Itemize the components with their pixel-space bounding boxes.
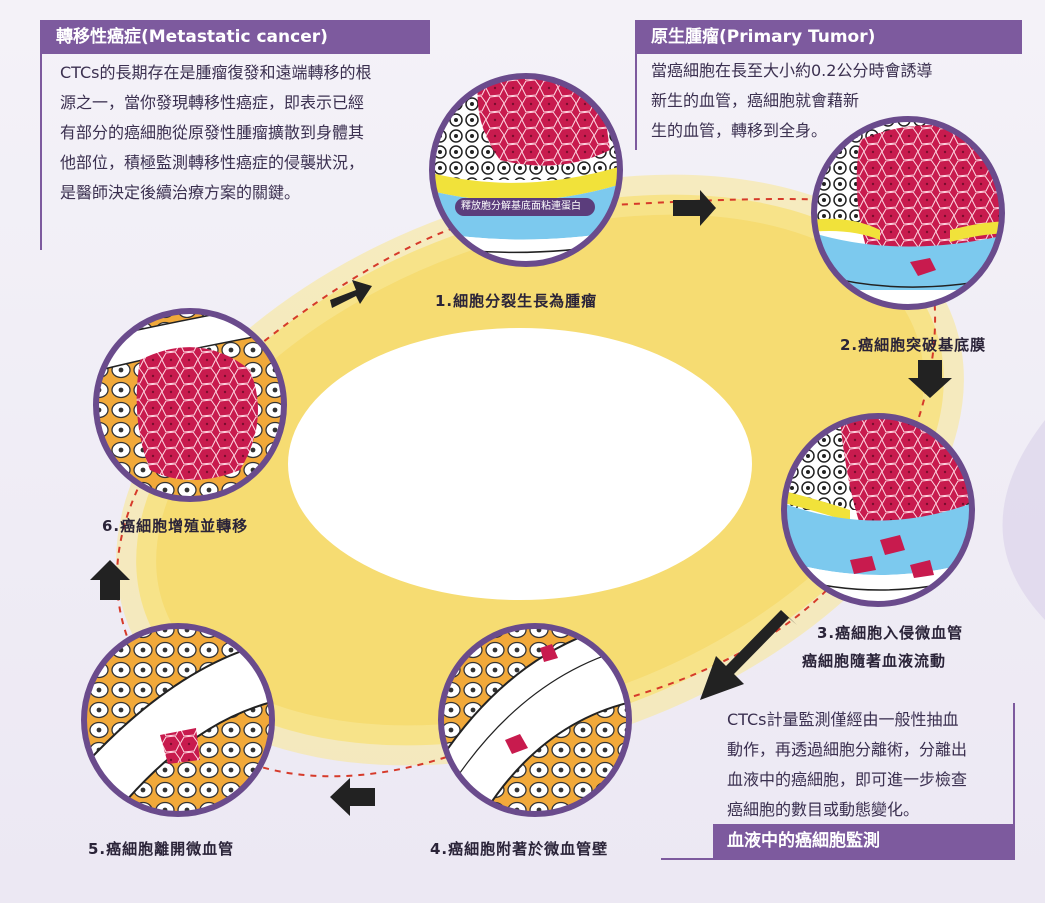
step-4-label: 4.癌細胞附著於微血管壁 bbox=[430, 840, 609, 858]
text-line: 血液中的癌細胞，即可進一步檢查 bbox=[727, 770, 968, 789]
step-5-label: 5.癌細胞離開微血管 bbox=[88, 840, 235, 858]
arrows bbox=[90, 190, 952, 816]
arrow-icon bbox=[330, 280, 372, 308]
bg-swirl bbox=[1002, 420, 1045, 620]
blood-monitoring-text: CTCs計量監測僅經由一般性抽血 動作，再透過細胞分離術，分離出 血液中的癌細胞… bbox=[713, 703, 1013, 825]
metastatic-text: CTCs的長期存在是腫瘤復發和遠端轉移的根 源之一，當你發現轉移性癌症，即表示已… bbox=[42, 54, 430, 208]
text-line: 生的血管，轉移到全身。 bbox=[651, 121, 828, 140]
text-line: 源之一，當你發現轉移性癌症，即表示已經 bbox=[60, 93, 365, 112]
circle-step-5 bbox=[81, 623, 275, 817]
text-line: 是醫師決定後續治療方案的關鍵。 bbox=[60, 183, 301, 202]
text-line: 癌細胞的數目或動態變化。 bbox=[727, 800, 920, 819]
step-1-label: 1.細胞分裂生長為腫瘤 bbox=[435, 292, 598, 310]
circle1-caption: 釋放胞分解基底面粘連蛋白 bbox=[461, 201, 581, 212]
text-line: CTCs計量監測僅經由一般性抽血 bbox=[727, 710, 959, 729]
step-6-label: 6.癌細胞增殖並轉移 bbox=[102, 517, 249, 535]
primary-tumor-text: 當癌細胞在長至大小約0.2公分時會誘導 新生的血管，癌細胞就會藉新 生的血管，轉… bbox=[637, 54, 1022, 146]
step-3-label: 3.癌細胞入侵微血管 bbox=[817, 624, 964, 642]
metastatic-title: 轉移性癌症(Metastatic cancer) bbox=[42, 20, 430, 54]
step-3-sub-label: 癌細胞隨著血液流動 bbox=[802, 652, 947, 670]
circle-step-4 bbox=[438, 623, 632, 817]
arrow-icon bbox=[908, 360, 952, 398]
circle-step-2 bbox=[811, 116, 1005, 310]
arrow-icon bbox=[90, 560, 130, 600]
text-line: 新生的血管，癌細胞就會藉新 bbox=[651, 91, 860, 110]
text-line: 動作，再透過細胞分離術，分離出 bbox=[727, 740, 968, 759]
metastatic-info-box: 轉移性癌症(Metastatic cancer) CTCs的長期存在是腫瘤復發和… bbox=[40, 20, 430, 250]
arrow-icon bbox=[330, 778, 375, 816]
text-line: 當癌細胞在長至大小約0.2公分時會誘導 bbox=[651, 61, 933, 80]
blood-monitoring-info-box: CTCs計量監測僅經由一般性抽血 動作，再透過細胞分離術，分離出 血液中的癌細胞… bbox=[661, 703, 1015, 860]
circle-step-6 bbox=[93, 308, 287, 502]
primary-tumor-title: 原生腫瘤(Primary Tumor) bbox=[637, 20, 1022, 54]
text-line: CTCs的長期存在是腫瘤復發和遠端轉移的根 bbox=[60, 63, 372, 82]
blood-monitoring-title: 血液中的癌細胞監測 bbox=[713, 824, 1013, 858]
arrow-icon bbox=[700, 610, 797, 700]
ring-center bbox=[288, 328, 752, 600]
primary-tumor-info-box: 原生腫瘤(Primary Tumor) 當癌細胞在長至大小約0.2公分時會誘導 … bbox=[635, 20, 1022, 150]
divider bbox=[661, 858, 713, 860]
text-line: 有部分的癌細胞從原發性腫瘤擴散到身體其 bbox=[60, 123, 365, 142]
circle-step-3 bbox=[781, 413, 975, 607]
step-2-label: 2.癌細胞突破基底膜 bbox=[840, 336, 987, 354]
arrow-icon bbox=[673, 190, 716, 226]
text-line: 他部位，積極監測轉移性癌症的侵襲狀況， bbox=[60, 153, 365, 172]
